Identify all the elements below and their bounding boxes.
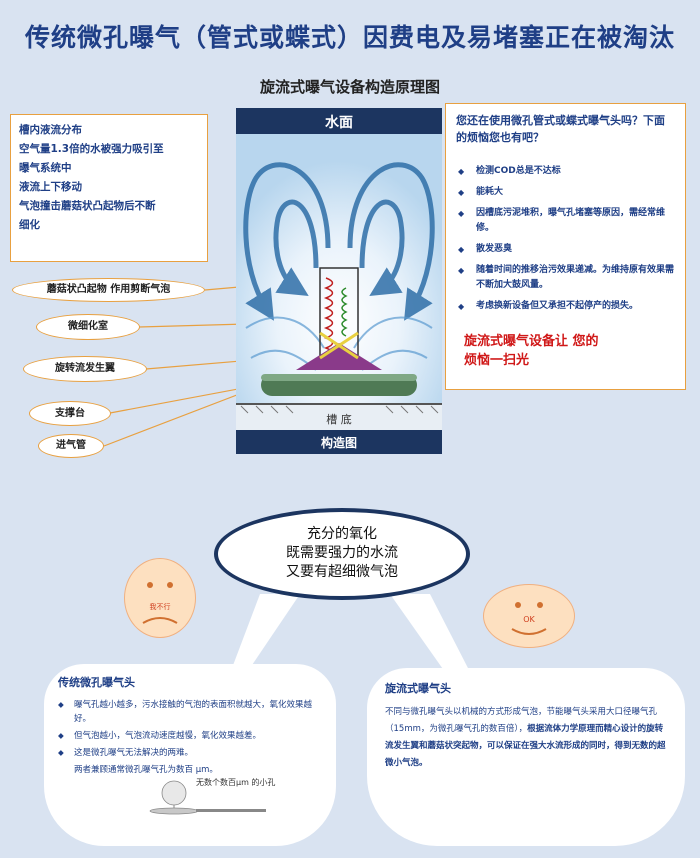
tank-bottom-label: 槽 底: [326, 412, 352, 426]
traditional-note: 两者兼顾通常微孔曝气孔为数百 μm。: [74, 765, 218, 775]
diagram-subtitle: 旋流式曝气设备构造原理图: [259, 78, 440, 96]
flow-line: 气泡撞击蘑菇状凸起物后不断: [19, 200, 156, 212]
flow-line: 曝气系统中: [19, 162, 72, 174]
traditional-aerator-bubble: 传统微孔曝气头 曝气孔越小越多，污水接触的气泡的表面积就越大，氧化效果越好。 但…: [44, 664, 336, 846]
slogan: 旋流式曝气设备让 您的 烦恼一扫光: [456, 332, 675, 370]
swirl-text-bold: 根据流体力学原理而精心设计的旋转流发生翼和蘑菇状突起物，可以保证在强大水流形成的…: [385, 724, 666, 768]
traditional-title: 传统微孔曝气头: [58, 676, 135, 689]
flow-description-box: 槽内液流分布 空气量1.3倍的水被强力吸引至 曝气系统中 液流上下移动 气泡撞击…: [10, 114, 208, 262]
list-item: 因槽底污泥堆积，曝气孔堵塞等原因，需经常维修。: [456, 206, 675, 236]
flow-line: 液流上下移动: [19, 181, 82, 193]
callout-support: 支撑台: [29, 401, 111, 426]
micropore-label: 无数个数百μm 的小孔: [196, 778, 276, 787]
swirl-aerator-bubble: 旋流式曝气头 不同与微孔曝气头以机械的方式形成气泡，节能曝气头采用大口径曝气孔（…: [367, 668, 685, 846]
callout-mushroom: 蘑菇状凸起物 作用剪断气泡: [12, 278, 205, 302]
swirl-title: 旋流式曝气头: [385, 682, 451, 695]
callout-swirl-wing: 旋转流发生翼: [23, 356, 147, 382]
list-item: 考虑换新设备但又承担不起停产的损失。: [456, 299, 675, 314]
list-item: 这是微孔曝气无法解决的两难。: [58, 746, 322, 760]
sad-face-label: 我不行: [149, 603, 171, 611]
list-item: 随着时间的推移治污效果递减。为维持原有效果需不断加大鼓风量。: [456, 263, 675, 293]
list-item: 曝气孔越小越多，污水接触的气泡的表面积就越大，氧化效果越好。: [58, 698, 322, 726]
page-title: 传统微孔曝气（管式或蝶式）因费电及易堵塞正在被淘汰: [24, 23, 675, 52]
swirl-description: 不同与微孔曝气头以机械的方式形成气泡，节能曝气头采用大口径曝气孔（15mm，为微…: [385, 704, 667, 772]
list-item: 检测COD总是不达标: [456, 164, 675, 179]
list-item: 但气泡越小，气泡流动速度越慢，氧化效果越差。: [58, 729, 322, 743]
happy-face-icon: OK: [483, 584, 575, 648]
key-requirement-oval: 充分的氧化 既需要强力的水流 又要有超细微气泡: [214, 508, 470, 600]
problems-list: 检测COD总是不达标 能耗大 因槽底污泥堆积，曝气孔堵塞等原因，需经常维修。 散…: [456, 164, 675, 314]
slogan-line-2: 烦恼一扫光: [464, 353, 530, 368]
callout-micro-chamber: 微细化室: [36, 314, 140, 340]
list-item: 散发恶臭: [456, 242, 675, 257]
flow-line: 细化: [19, 219, 40, 231]
oval-line: 既需要强力的水流: [286, 545, 398, 561]
flow-line: 槽内液流分布: [19, 124, 82, 136]
oval-line: 充分的氧化: [307, 526, 377, 542]
oval-line: 又要有超细微气泡: [286, 564, 398, 580]
swirl-text-normal: 不同与微孔曝气头以机械的方式形成气泡，节能曝气头采用大口径曝气孔（15mm，为微…: [385, 707, 658, 734]
happy-face-label: OK: [523, 615, 535, 624]
aerator-structure-diagram: 水面 槽 底 构造图: [236, 108, 442, 454]
flow-line: 空气量1.3倍的水被强力吸引至: [19, 143, 164, 155]
problems-box: 您还在使用微孔管式或蝶式曝气头吗？下面的烦恼您也有吧？ 检测COD总是不达标 能…: [445, 103, 686, 390]
water-surface-label: 水面: [325, 114, 353, 131]
sad-face-icon: 我不行: [124, 558, 196, 638]
micropore-illustration: 无数个数百μm 的小孔: [58, 777, 322, 817]
problems-question: 您还在使用微孔管式或蝶式曝气头吗？下面的烦恼您也有吧？: [456, 114, 665, 144]
callout-inlet-pipe: 进气管: [38, 434, 104, 458]
traditional-list: 曝气孔越小越多，污水接触的气泡的表面积就越大，氧化效果越好。 但气泡越小，气泡流…: [58, 698, 322, 760]
list-item: 能耗大: [456, 185, 675, 200]
diagram-caption: 构造图: [321, 435, 357, 450]
slogan-line-1: 旋流式曝气设备让 您的: [464, 334, 599, 349]
